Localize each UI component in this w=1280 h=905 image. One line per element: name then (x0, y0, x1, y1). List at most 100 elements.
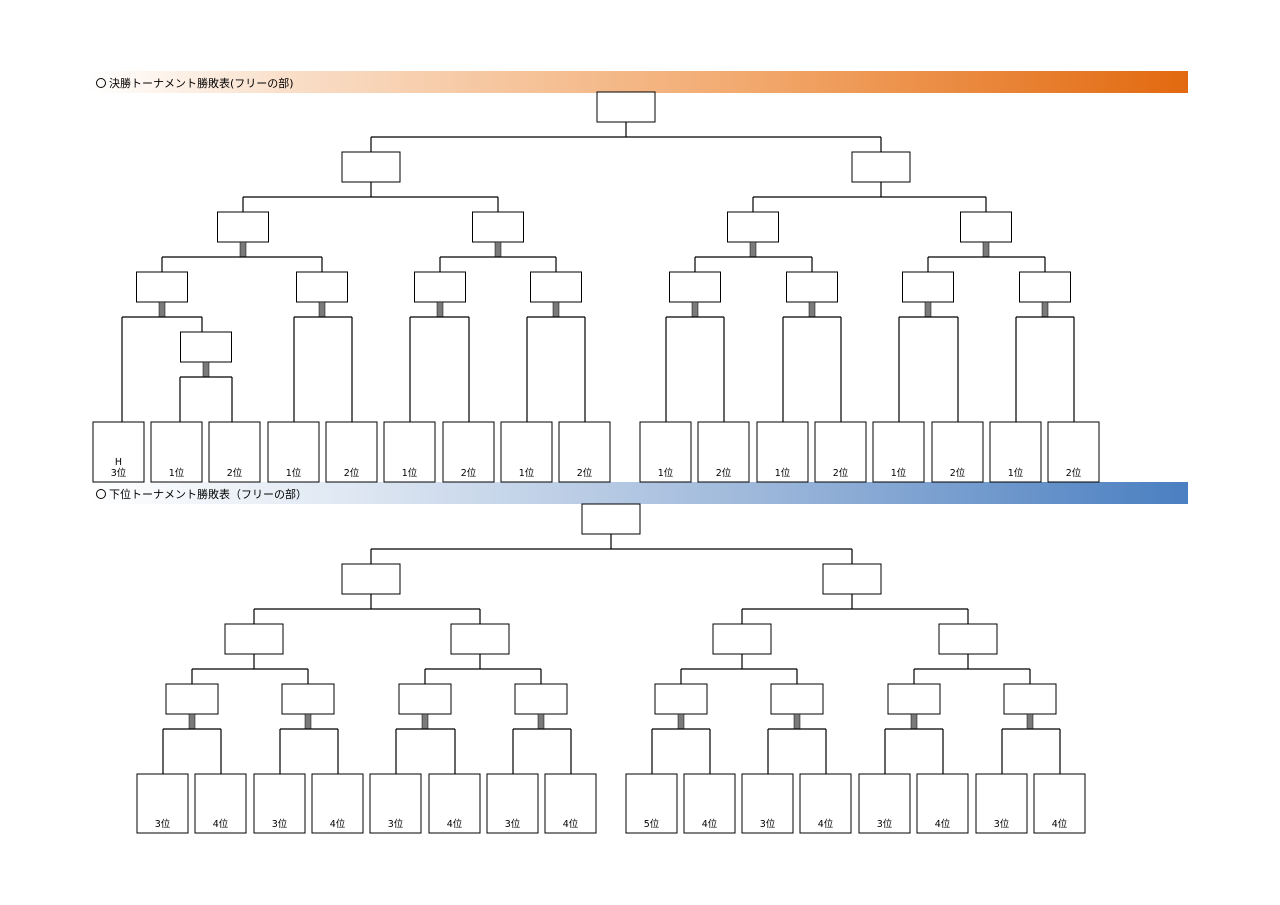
round-result-box (296, 271, 348, 303)
bottom-seed-box (1033, 773, 1086, 834)
match-connector (749, 241, 757, 258)
top-seed-box (558, 421, 611, 483)
top-seed-label: 2位 (950, 467, 966, 479)
top-seed-box (931, 421, 984, 483)
match-connector (982, 241, 990, 258)
lower-tournament-title: 下位トーナメント勝敗表（フリーの部） (109, 488, 307, 501)
match-connector (910, 713, 918, 730)
match-connector (421, 713, 429, 730)
top-seed-label: 1位 (519, 467, 535, 479)
round-result-box (669, 271, 721, 303)
top-seed-label: 1位 (775, 467, 791, 479)
match-connector (436, 301, 444, 318)
bottom-seed-label: 4位 (447, 818, 463, 830)
bottom-seed-box (311, 773, 364, 834)
circle-bullet-icon (96, 489, 106, 499)
bottom-seed-label: 3位 (388, 818, 404, 830)
round-result-box (1003, 683, 1057, 715)
quarterfinal-result-box (472, 211, 524, 243)
match-connector (1041, 301, 1049, 318)
top-seed-label: 2位 (1066, 467, 1082, 479)
top-seed-box (267, 421, 320, 483)
top-seed-label: 2位 (461, 467, 477, 479)
bottom-seed-label: 4位 (563, 818, 579, 830)
bottom-seed-box (625, 773, 678, 834)
top-seed-box (1047, 421, 1100, 483)
bottom-seed-label: 3位 (877, 818, 893, 830)
round-result-box (136, 271, 188, 303)
semifinal-result-box (341, 151, 401, 183)
top-seed-box (208, 421, 261, 483)
top-seed-label: 1位 (658, 467, 674, 479)
top-seed-box (92, 421, 145, 483)
quarterfinal-result-box (938, 623, 998, 655)
top-seed-extra: H (115, 457, 122, 468)
top-seed-label: 2位 (716, 467, 732, 479)
bottom-seed-box (136, 773, 189, 834)
bottom-seed-label: 4位 (702, 818, 718, 830)
quarterfinal-result-box (960, 211, 1012, 243)
bottom-seed-label: 4位 (818, 818, 834, 830)
bottom-seed-label: 4位 (213, 818, 229, 830)
round-result-box (414, 271, 466, 303)
match-connector (494, 241, 502, 258)
bottom-seed-box (799, 773, 852, 834)
bottom-seed-label: 5位 (644, 818, 660, 830)
top-seed-box (325, 421, 378, 483)
round-result-box (165, 683, 219, 715)
bottom-seed-box (858, 773, 911, 834)
semifinal-result-box (341, 563, 401, 595)
top-seed-label: 3位 (111, 467, 127, 479)
bottom-seed-label: 3位 (272, 818, 288, 830)
bottom-seed-box (544, 773, 597, 834)
match-connector (318, 301, 326, 318)
round-result-box (770, 683, 824, 715)
round-result-box (514, 683, 568, 715)
bottom-seed-box (486, 773, 539, 834)
round-result-box (786, 271, 838, 303)
quarterfinal-result-box (450, 623, 510, 655)
match-connector (239, 241, 247, 258)
round-result-box (530, 271, 582, 303)
top-seed-label: 2位 (344, 467, 360, 479)
match-connector (552, 301, 560, 318)
final-tournament-title: 決勝トーナメント勝敗表(フリーの部) (109, 77, 294, 90)
match-connector (304, 713, 312, 730)
bottom-seed-box (741, 773, 794, 834)
top-seed-label: 2位 (833, 467, 849, 479)
bottom-seed-label: 3位 (155, 818, 171, 830)
circle-bullet-icon (96, 78, 106, 88)
match-connector (158, 301, 166, 318)
match-connector (537, 713, 545, 730)
round-result-box (902, 271, 954, 303)
quarterfinal-result-box (217, 211, 269, 243)
lower-tournament-header: 下位トーナメント勝敗表（フリーの部） (88, 482, 1188, 504)
top-seed-box (814, 421, 867, 483)
quarterfinal-result-box (727, 211, 779, 243)
match-connector (924, 301, 932, 318)
round-result-box (398, 683, 452, 715)
bottom-seed-box (253, 773, 306, 834)
top-seed-label: 2位 (227, 467, 243, 479)
top-seed-label: 2位 (577, 467, 593, 479)
match-connector (188, 713, 196, 730)
top-seed-box (697, 421, 750, 483)
bottom-seed-label: 3位 (505, 818, 521, 830)
top-seed-box (383, 421, 436, 483)
quarterfinal-result-box (224, 623, 284, 655)
semifinal-result-box (822, 563, 882, 595)
top-seed-box (989, 421, 1042, 483)
top-seed-box (500, 421, 553, 483)
round-result-box (887, 683, 941, 715)
final-result-box (596, 91, 656, 123)
bottom-seed-label: 3位 (760, 818, 776, 830)
match-connector (202, 361, 210, 378)
round-result-box (654, 683, 708, 715)
bottom-seed-box (428, 773, 481, 834)
bottom-seed-box (683, 773, 736, 834)
top-seed-label: 1位 (169, 467, 185, 479)
top-seed-box (442, 421, 495, 483)
bottom-seed-box (975, 773, 1028, 834)
bottom-seed-label: 3位 (994, 818, 1010, 830)
